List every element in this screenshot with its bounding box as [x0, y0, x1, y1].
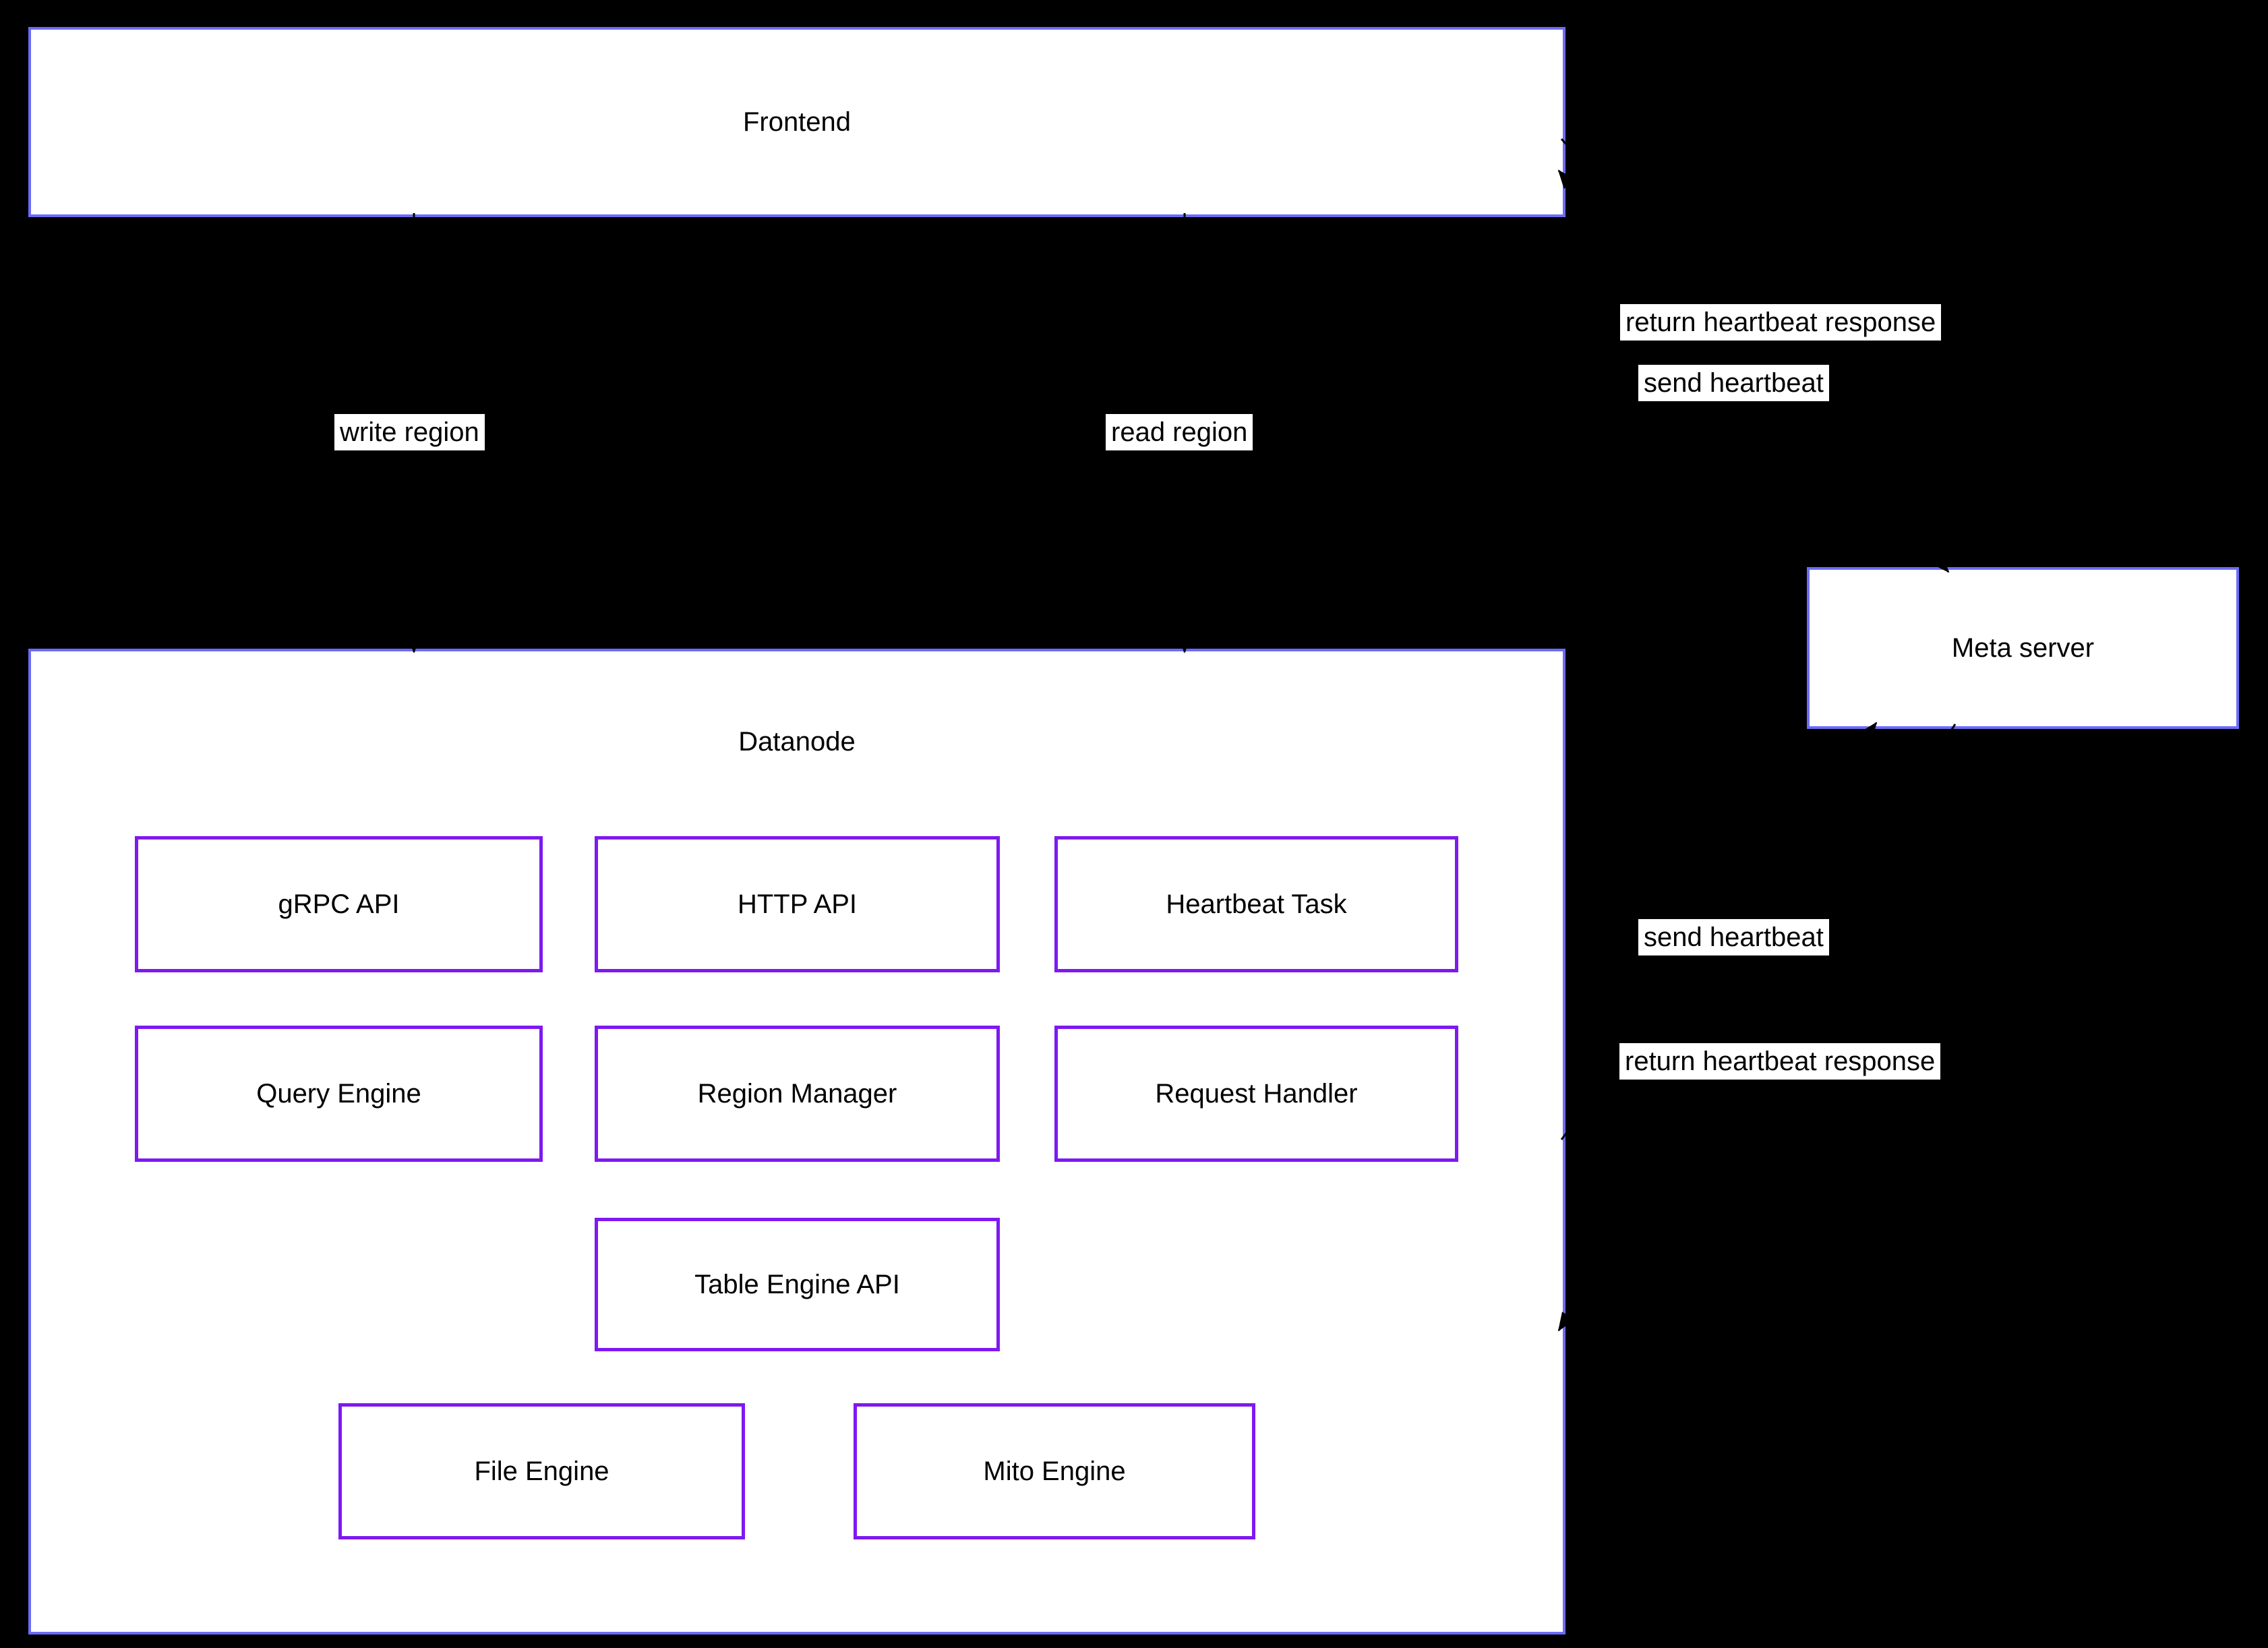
table-engine-api-label: Table Engine API: [694, 1269, 900, 1299]
datanode-label: Datanode: [738, 727, 856, 757]
file-engine-label: File Engine: [474, 1456, 609, 1486]
read-region-label: read region: [1106, 414, 1253, 450]
grpc-api-label: gRPC API: [278, 889, 400, 919]
http-api-node: HTTP API: [595, 836, 1000, 972]
meta-server-label: Meta server: [1951, 632, 2095, 663]
frontend-return-heartbeat-label: return heartbeat response: [1620, 304, 1942, 341]
file-engine-node: File Engine: [338, 1403, 745, 1539]
datanode-send-heartbeat-label: send heartbeat: [1638, 919, 1829, 955]
request-handler-node: Request Handler: [1054, 1026, 1458, 1162]
heartbeat-task-node: Heartbeat Task: [1054, 836, 1458, 972]
mito-engine-label: Mito Engine: [983, 1456, 1126, 1486]
query-engine-node: Query Engine: [135, 1026, 543, 1162]
frontend-node: Frontend: [28, 27, 1565, 217]
meta-server-node: Meta server: [1807, 567, 2239, 729]
table-engine-api-node: Table Engine API: [595, 1218, 1000, 1351]
datanode-return-heartbeat-label: return heartbeat response: [1619, 1043, 1941, 1080]
region-manager-label: Region Manager: [697, 1078, 897, 1109]
grpc-api-node: gRPC API: [135, 836, 543, 972]
region-manager-node: Region Manager: [595, 1026, 1000, 1162]
request-handler-label: Request Handler: [1155, 1078, 1358, 1109]
frontend-label: Frontend: [742, 107, 852, 137]
mito-engine-node: Mito Engine: [854, 1403, 1255, 1539]
heartbeat-task-label: Heartbeat Task: [1166, 889, 1347, 919]
write-region-label: write region: [334, 414, 485, 450]
frontend-send-heartbeat-label: send heartbeat: [1638, 365, 1829, 401]
arrow-datanode-return-heartbeat: [1557, 724, 1957, 1332]
http-api-label: HTTP API: [737, 889, 858, 919]
arrow-frontend-send-heartbeat: [1560, 138, 1950, 573]
query-engine-label: Query Engine: [256, 1078, 421, 1109]
